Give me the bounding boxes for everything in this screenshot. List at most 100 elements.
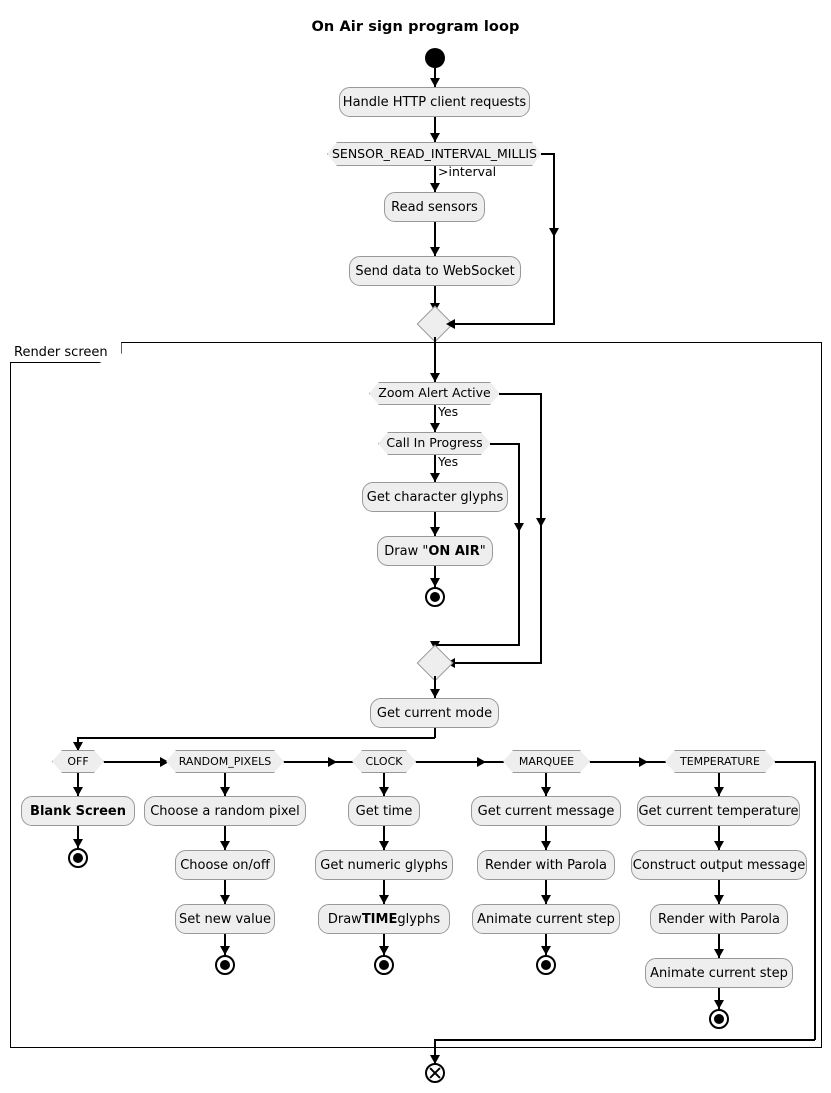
decision-call-in-progress[interactable]: Call In Progress	[378, 432, 491, 455]
activity-temperature-animate-current-step[interactable]: Animate current step	[645, 958, 793, 988]
edge-call-to-glyphs	[434, 455, 436, 482]
edge-marquee-step2-to-3	[545, 880, 547, 904]
activity-draw-time-glyphs[interactable]: Draw TIME glyphs	[318, 904, 450, 934]
activity-choose-a-random-pixel[interactable]: Choose a random pixel	[144, 796, 306, 826]
activity-handle-http-client-requests[interactable]: Handle HTTP client requests	[339, 87, 530, 117]
page-title: On Air sign program loop	[311, 19, 520, 35]
edge-zoom-else-h2	[449, 662, 542, 664]
edge-marquee-to-end	[545, 934, 547, 955]
edge-clock-to-step1	[383, 773, 385, 796]
activity-get-time[interactable]: Get time	[348, 796, 420, 826]
partition-label: Render screen	[14, 344, 108, 360]
activity-label-bold: ON AIR	[428, 543, 480, 559]
activity-get-current-temperature[interactable]: Get current temperature	[637, 796, 800, 826]
arrowhead	[541, 895, 551, 904]
activity-get-current-mode[interactable]: Get current mode	[370, 698, 499, 728]
edge-label-call-yes: Yes	[437, 454, 460, 469]
edge-zoom-else-v	[540, 393, 542, 662]
arrowhead	[160, 757, 169, 767]
activity-set-new-value[interactable]: Set new value	[175, 904, 275, 934]
edge-clock-step1-to-2	[383, 826, 385, 850]
branch-label-marquee[interactable]: MARQUEE	[503, 750, 590, 773]
final-node-temperature	[709, 1009, 729, 1029]
edge-temperature-step1-to-2	[718, 826, 720, 850]
arrowhead	[73, 742, 83, 751]
edge-merge-to-zoom-decision	[434, 337, 436, 382]
activity-label-suffix: glyphs	[397, 911, 441, 927]
arrowhead	[430, 183, 440, 192]
activity-send-data-to-websocket[interactable]: Send data to WebSocket	[349, 256, 521, 286]
activity-label-prefix: Draw "	[384, 543, 429, 559]
edge-sensor-else-v	[553, 153, 555, 324]
edge-start-to-http	[434, 68, 436, 87]
edge-marquee-step1-to-2	[545, 826, 547, 850]
arrowhead	[430, 78, 440, 87]
arrowhead	[430, 473, 440, 482]
final-node-off	[68, 848, 88, 868]
arrowhead	[541, 946, 551, 955]
arrowhead	[379, 841, 389, 850]
arrowhead	[714, 787, 724, 796]
activity-label: Get current temperature	[638, 803, 799, 819]
activity-label: Animate current step	[477, 911, 615, 927]
activity-get-character-glyphs[interactable]: Get character glyphs	[362, 482, 508, 512]
activity-choose-on-off[interactable]: Choose on/off	[175, 850, 275, 880]
edge-call-else-v	[518, 443, 520, 645]
decision-zoom-alert-active[interactable]: Zoom Alert Active	[369, 382, 500, 405]
hexagon-shape	[665, 750, 775, 773]
arrowhead	[379, 895, 389, 904]
arrowhead	[446, 319, 455, 329]
edge-send-to-merge	[434, 286, 436, 312]
edge-temperature-else-v	[814, 761, 816, 1040]
edge-clock-to-marquee	[416, 761, 504, 763]
activity-draw-on-air[interactable]: Draw "ON AIR"	[377, 536, 493, 566]
edge-temperature-to-end	[718, 988, 720, 1009]
activity-label: Render with Parola	[658, 911, 780, 927]
activity-read-sensors[interactable]: Read sensors	[384, 192, 485, 222]
activity-label: Choose on/off	[180, 857, 270, 873]
hexagon-shape	[503, 750, 590, 773]
activity-label: Get current mode	[376, 705, 493, 721]
activity-blank-screen[interactable]: Blank Screen	[21, 796, 135, 826]
arrowhead	[379, 946, 389, 955]
edge-marquee-to-step1	[545, 773, 547, 796]
arrowhead	[220, 787, 230, 796]
branch-label-clock[interactable]: CLOCK	[352, 750, 416, 773]
activity-marquee-render-with-parola[interactable]: Render with Parola	[477, 850, 615, 880]
arrowhead	[220, 841, 230, 850]
arrowhead	[430, 423, 440, 432]
edge-call-else-h2	[434, 644, 520, 646]
activity-get-current-message[interactable]: Get current message	[471, 796, 621, 826]
activity-label: Handle HTTP client requests	[342, 94, 527, 110]
edge-sensor-to-read	[434, 166, 436, 192]
edge-sensor-else-h2	[449, 323, 555, 325]
final-node-clock	[374, 955, 394, 975]
arrowhead	[549, 228, 559, 237]
edge-label-interval: >interval	[437, 164, 498, 179]
branch-label-temperature[interactable]: TEMPERATURE	[665, 750, 775, 773]
edge-temperature-else-h1	[775, 761, 816, 763]
arrowhead	[430, 689, 440, 698]
activity-label: Get time	[355, 803, 413, 819]
branch-label-random-pixels[interactable]: RANDOM_PIXELS	[166, 750, 284, 773]
activity-temperature-render-with-parola[interactable]: Render with Parola	[650, 904, 788, 934]
decision-label: Call In Progress	[386, 435, 483, 451]
edge-glyphs-to-draw	[434, 512, 436, 536]
activity-label: Send data to WebSocket	[355, 263, 515, 279]
activity-label: Get current message	[477, 803, 615, 819]
flow-final-node	[425, 1063, 445, 1083]
activity-construct-output-message[interactable]: Construct output message	[631, 850, 807, 880]
branch-label-off[interactable]: OFF	[52, 750, 104, 773]
activity-label: Set new value	[179, 911, 271, 927]
edge-clock-step2-to-3	[383, 880, 385, 904]
activity-label: Blank Screen	[30, 803, 126, 819]
arrowhead	[714, 949, 724, 958]
edge-zoom-else-h1	[499, 393, 541, 395]
branch-label: CLOCK	[365, 755, 403, 768]
activity-get-numeric-glyphs[interactable]: Get numeric glyphs	[315, 850, 453, 880]
edge-mode-down	[434, 728, 436, 738]
activity-marquee-animate-current-step[interactable]: Animate current step	[472, 904, 620, 934]
arrowhead	[536, 518, 546, 527]
decision-sensor-read-interval[interactable]: SENSOR_READ_INTERVAL_MILLIS	[327, 142, 542, 166]
